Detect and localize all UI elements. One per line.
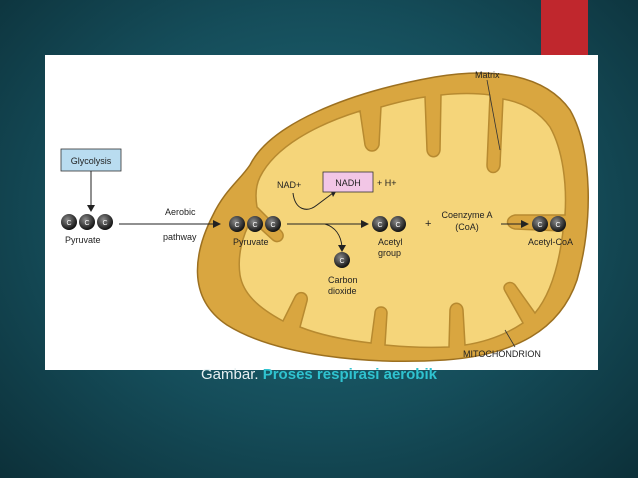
label-group: group [378,248,401,258]
svg-text:C: C [339,258,344,265]
svg-text:C: C [537,222,542,229]
svg-text:C: C [102,220,107,227]
label-coa: (CoA) [455,222,479,232]
label-pathway: pathway [163,232,197,242]
svg-text:C: C [84,220,89,227]
label-h: + H+ [377,178,397,188]
caption-highlight: Proses respirasi aerobik [262,366,437,383]
diagram-panel: Matrix Glycolysis C C C Pyruvate Aerobic… [45,55,598,370]
label-nadh: NADH [335,178,361,188]
label-acetyl: Acetyl [378,237,403,247]
svg-text:C: C [66,220,71,227]
nadh-box [322,171,374,193]
pyruvate-outside-molecule: C C C [61,214,113,230]
label-pyruvate-inside: Pyruvate [233,237,269,247]
svg-text:C: C [377,222,382,229]
svg-text:C: C [395,222,400,229]
mitochondrion-diagram: Matrix Glycolysis C C C Pyruvate Aerobic… [60,70,589,362]
label-glycolysis: Glycolysis [71,156,112,166]
label-dioxide: dioxide [328,286,357,296]
carbon-dioxide-molecule: C [334,252,350,268]
label-matrix: Matrix [475,70,500,80]
caption-prefix: Gambar. [201,366,259,383]
label-pyruvate-outside: Pyruvate [65,235,101,245]
acetyl-group-molecule: C C [372,216,406,232]
label-nad: NAD+ [277,180,301,190]
acetyl-coa-molecule: C C [532,216,566,232]
label-aerobic: Aerobic [165,207,196,217]
figure-caption: Gambar. Proses respirasi aerobik [0,366,638,383]
label-mitochondrion: MITOCHONDRION [463,349,541,359]
pyruvate-inside-molecule: C C C [229,216,281,232]
red-accent-tab [541,0,588,55]
label-acetyl-coa: Acetyl-CoA [528,237,573,247]
svg-text:C: C [252,222,257,229]
label-coenzyme: Coenzyme A [441,210,492,220]
label-carbon: Carbon [328,275,358,285]
label-plus: + [425,218,431,230]
svg-text:C: C [555,222,560,229]
svg-text:C: C [270,222,275,229]
svg-text:C: C [234,222,239,229]
